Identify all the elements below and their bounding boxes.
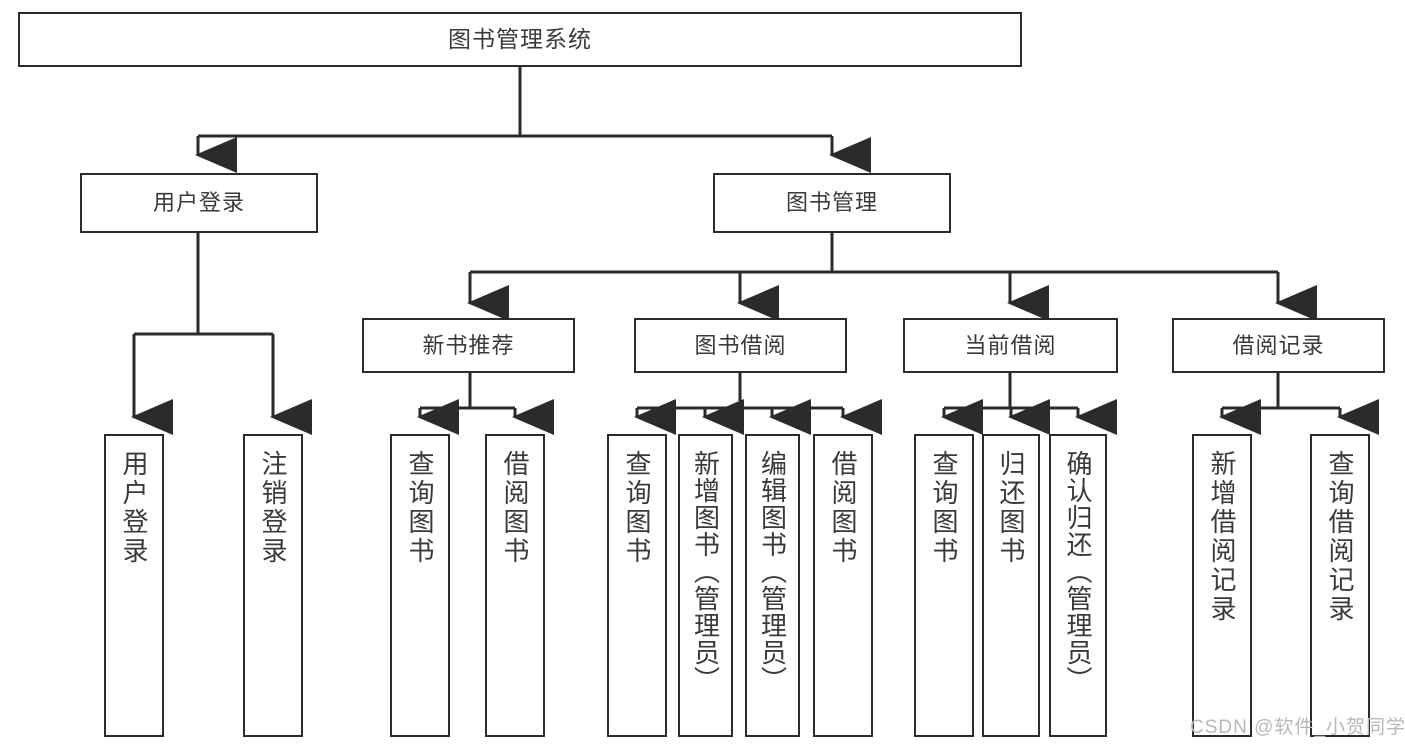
leaf-user-login[interactable]: 用户登录 — [104, 434, 164, 737]
leaf-borrow-book-recommend[interactable]: 借阅图书 — [485, 434, 545, 737]
node-book-management[interactable]: 图书管理 — [713, 173, 951, 233]
node-label: 查询图书 — [405, 450, 435, 566]
node-current-borrow[interactable]: 当前借阅 — [903, 318, 1118, 373]
leaf-add-borrow-record[interactable]: 新增借阅记录 — [1192, 434, 1252, 737]
node-label: 查询图书 — [622, 450, 652, 566]
node-label: 借阅记录 — [1232, 332, 1325, 358]
node-label: 当前借阅 — [964, 332, 1057, 358]
leaf-search-borrow-record[interactable]: 查询借阅记录 — [1310, 434, 1370, 737]
node-label: 注销登录 — [258, 450, 288, 566]
node-label: 借阅图书 — [828, 450, 858, 566]
node-root-system[interactable]: 图书管理系统 — [18, 12, 1022, 67]
node-user-login[interactable]: 用户登录 — [80, 173, 318, 233]
leaf-borrow-book[interactable]: 借阅图书 — [813, 434, 873, 737]
node-label: 借阅图书 — [500, 450, 530, 566]
node-label: 用户登录 — [152, 190, 245, 216]
node-label: 查询图书 — [929, 450, 959, 566]
leaf-edit-book-admin[interactable]: 编辑图书（管理员） — [745, 434, 800, 737]
node-label: 图书管理系统 — [448, 25, 592, 52]
node-label: 编辑图书（管理员） — [757, 450, 788, 693]
watermark: CSDN @软件_小贺同学 — [1190, 717, 1405, 738]
node-label: 图书借阅 — [694, 332, 787, 358]
node-label: 用户登录 — [119, 450, 149, 566]
leaf-search-book-borrow[interactable]: 查询图书 — [607, 434, 667, 737]
leaf-confirm-return-admin[interactable]: 确认归还（管理员） — [1049, 434, 1107, 737]
node-label: 新书推荐 — [422, 332, 515, 358]
leaf-return-book[interactable]: 归还图书 — [982, 434, 1040, 737]
node-label: 归还图书 — [996, 450, 1026, 566]
leaf-search-book-recommend[interactable]: 查询图书 — [390, 434, 450, 737]
leaf-search-book-current[interactable]: 查询图书 — [914, 434, 974, 737]
node-book-borrow[interactable]: 图书借阅 — [634, 318, 847, 373]
node-label: 新增图书（管理员） — [690, 450, 721, 693]
node-label: 确认归还（管理员） — [1063, 450, 1093, 693]
node-label: 图书管理 — [785, 190, 878, 216]
node-label: 查询借阅记录 — [1325, 450, 1355, 624]
node-new-book-recommend[interactable]: 新书推荐 — [362, 318, 575, 373]
leaf-user-logout[interactable]: 注销登录 — [243, 434, 303, 737]
node-label: 新增借阅记录 — [1207, 450, 1237, 624]
node-borrow-record[interactable]: 借阅记录 — [1172, 318, 1385, 373]
leaf-add-book-admin[interactable]: 新增图书（管理员） — [678, 434, 733, 737]
